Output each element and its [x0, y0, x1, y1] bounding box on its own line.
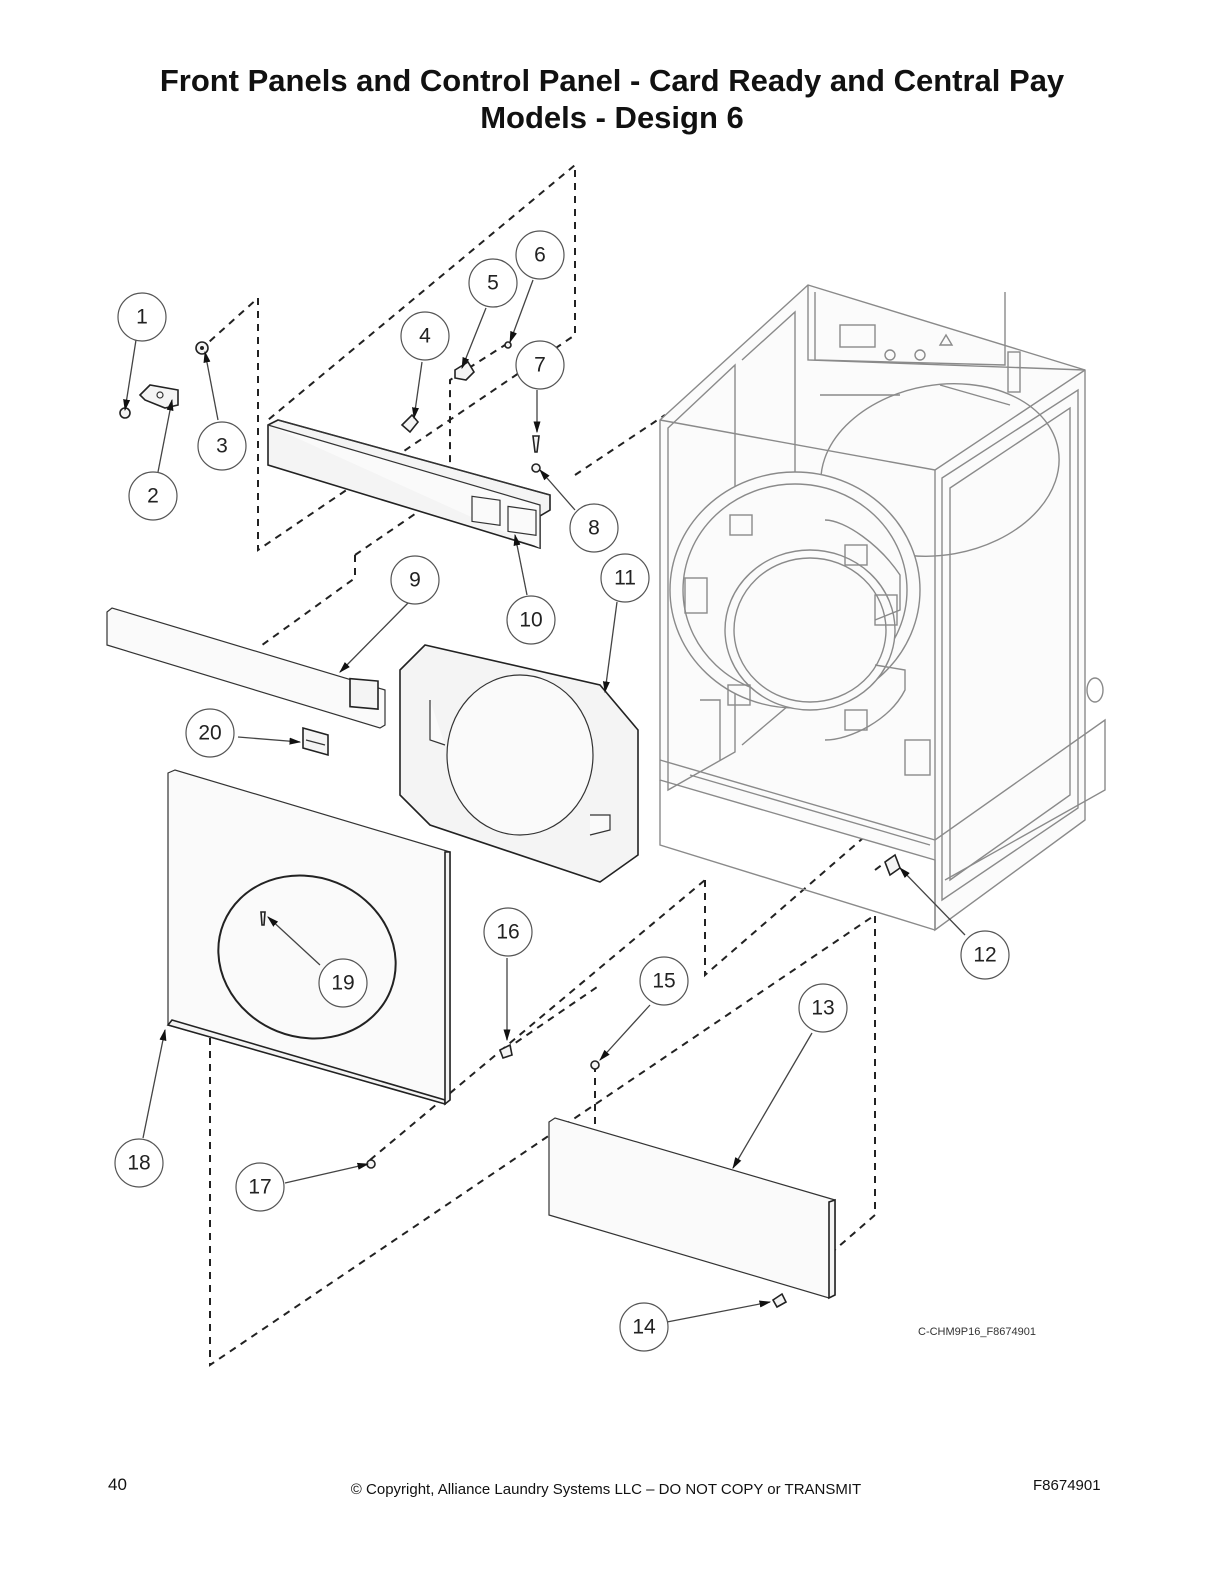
- dryer-cabinet-frame: [659, 284, 1106, 932]
- hardware-1-2-3: [119, 341, 209, 419]
- callout-3-label: 3: [216, 435, 228, 458]
- callout-15: 15: [639, 956, 689, 1006]
- callout-11-label: 11: [614, 567, 636, 590]
- callout-7: 7: [515, 340, 565, 390]
- callout-9: 9: [390, 555, 440, 605]
- callout-5-label: 5: [487, 272, 499, 295]
- drawing-code: C-CHM9P16_F8674901: [918, 1326, 1036, 1338]
- callout-19-label: 19: [331, 972, 354, 995]
- callout-1-label: 1: [136, 306, 148, 329]
- document-number: F8674901: [1033, 1477, 1101, 1494]
- callout-6-label: 6: [534, 244, 546, 267]
- front-panel-11: [399, 644, 639, 883]
- callout-9-label: 9: [409, 569, 421, 592]
- callout-8-label: 8: [588, 517, 600, 540]
- callout-8: 8: [569, 503, 619, 553]
- callout-11: 11: [600, 553, 650, 603]
- callout-16-label: 16: [496, 921, 519, 944]
- page-title-line-2: Models - Design 6: [480, 100, 744, 135]
- callout-17: 17: [235, 1162, 285, 1212]
- callout-3: 3: [197, 421, 247, 471]
- callout-14: 14: [619, 1302, 669, 1352]
- callout-2-label: 2: [147, 485, 159, 508]
- callout-7-label: 7: [534, 354, 546, 377]
- kick-panel-13: [548, 1117, 836, 1300]
- callout-14-label: 14: [632, 1316, 656, 1339]
- callout-16: 16: [483, 907, 533, 957]
- front-panel-18: [166, 769, 451, 1106]
- control-panel-bracket-10: [267, 419, 551, 550]
- callout-18-label: 18: [127, 1152, 150, 1175]
- callout-13-label: 13: [811, 997, 834, 1020]
- callout-6: 6: [515, 230, 565, 280]
- callout-20: 20: [185, 708, 235, 758]
- callout-10-label: 10: [519, 609, 542, 632]
- callout-leaders: [123, 279, 966, 1323]
- callout-13: 13: [798, 983, 848, 1033]
- page-title: Front Panels and Control Panel - Card Re…: [0, 62, 1224, 136]
- page-title-line-1: Front Panels and Control Panel - Card Re…: [159, 63, 1065, 98]
- callout-17-label: 17: [248, 1176, 271, 1199]
- card-reader-insert-20: [302, 726, 329, 757]
- callout-5: 5: [468, 258, 518, 308]
- callout-2: 2: [128, 471, 178, 521]
- page-number: 40: [108, 1475, 127, 1494]
- callout-1: 1: [117, 292, 167, 342]
- copyright-notice: © Copyright, Alliance Laundry Systems LL…: [350, 1481, 862, 1498]
- callout-12-label: 12: [973, 944, 996, 967]
- hardware-12-to-17: [366, 853, 901, 1309]
- callout-4: 4: [400, 311, 450, 361]
- callout-10: 10: [506, 595, 556, 645]
- callout-4-label: 4: [419, 325, 431, 348]
- control-overlay-9: [106, 607, 386, 729]
- callout-20-label: 20: [198, 722, 221, 745]
- callout-12: 12: [960, 930, 1010, 980]
- callout-19: 19: [318, 958, 368, 1008]
- callout-18: 18: [114, 1138, 164, 1188]
- callout-15-label: 15: [652, 970, 675, 993]
